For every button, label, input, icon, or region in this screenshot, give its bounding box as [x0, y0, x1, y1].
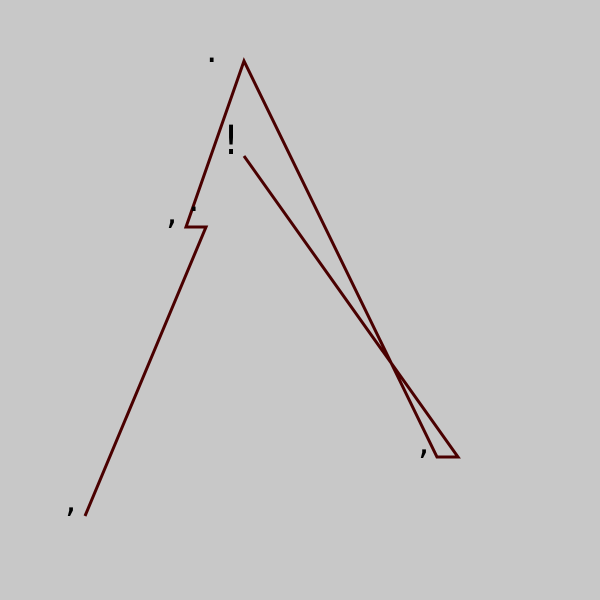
bottom-left-comma-glyph: ,: [65, 480, 76, 521]
exclamation-glyph: !: [223, 118, 239, 164]
stroke-path: [83, 57, 461, 517]
left-mid-dot-glyph: .: [188, 179, 199, 220]
top-dot-glyph: .: [206, 30, 217, 71]
bottom-right-comma-glyph: ,: [418, 422, 429, 463]
left-mid-comma-glyph: ,: [166, 192, 177, 233]
